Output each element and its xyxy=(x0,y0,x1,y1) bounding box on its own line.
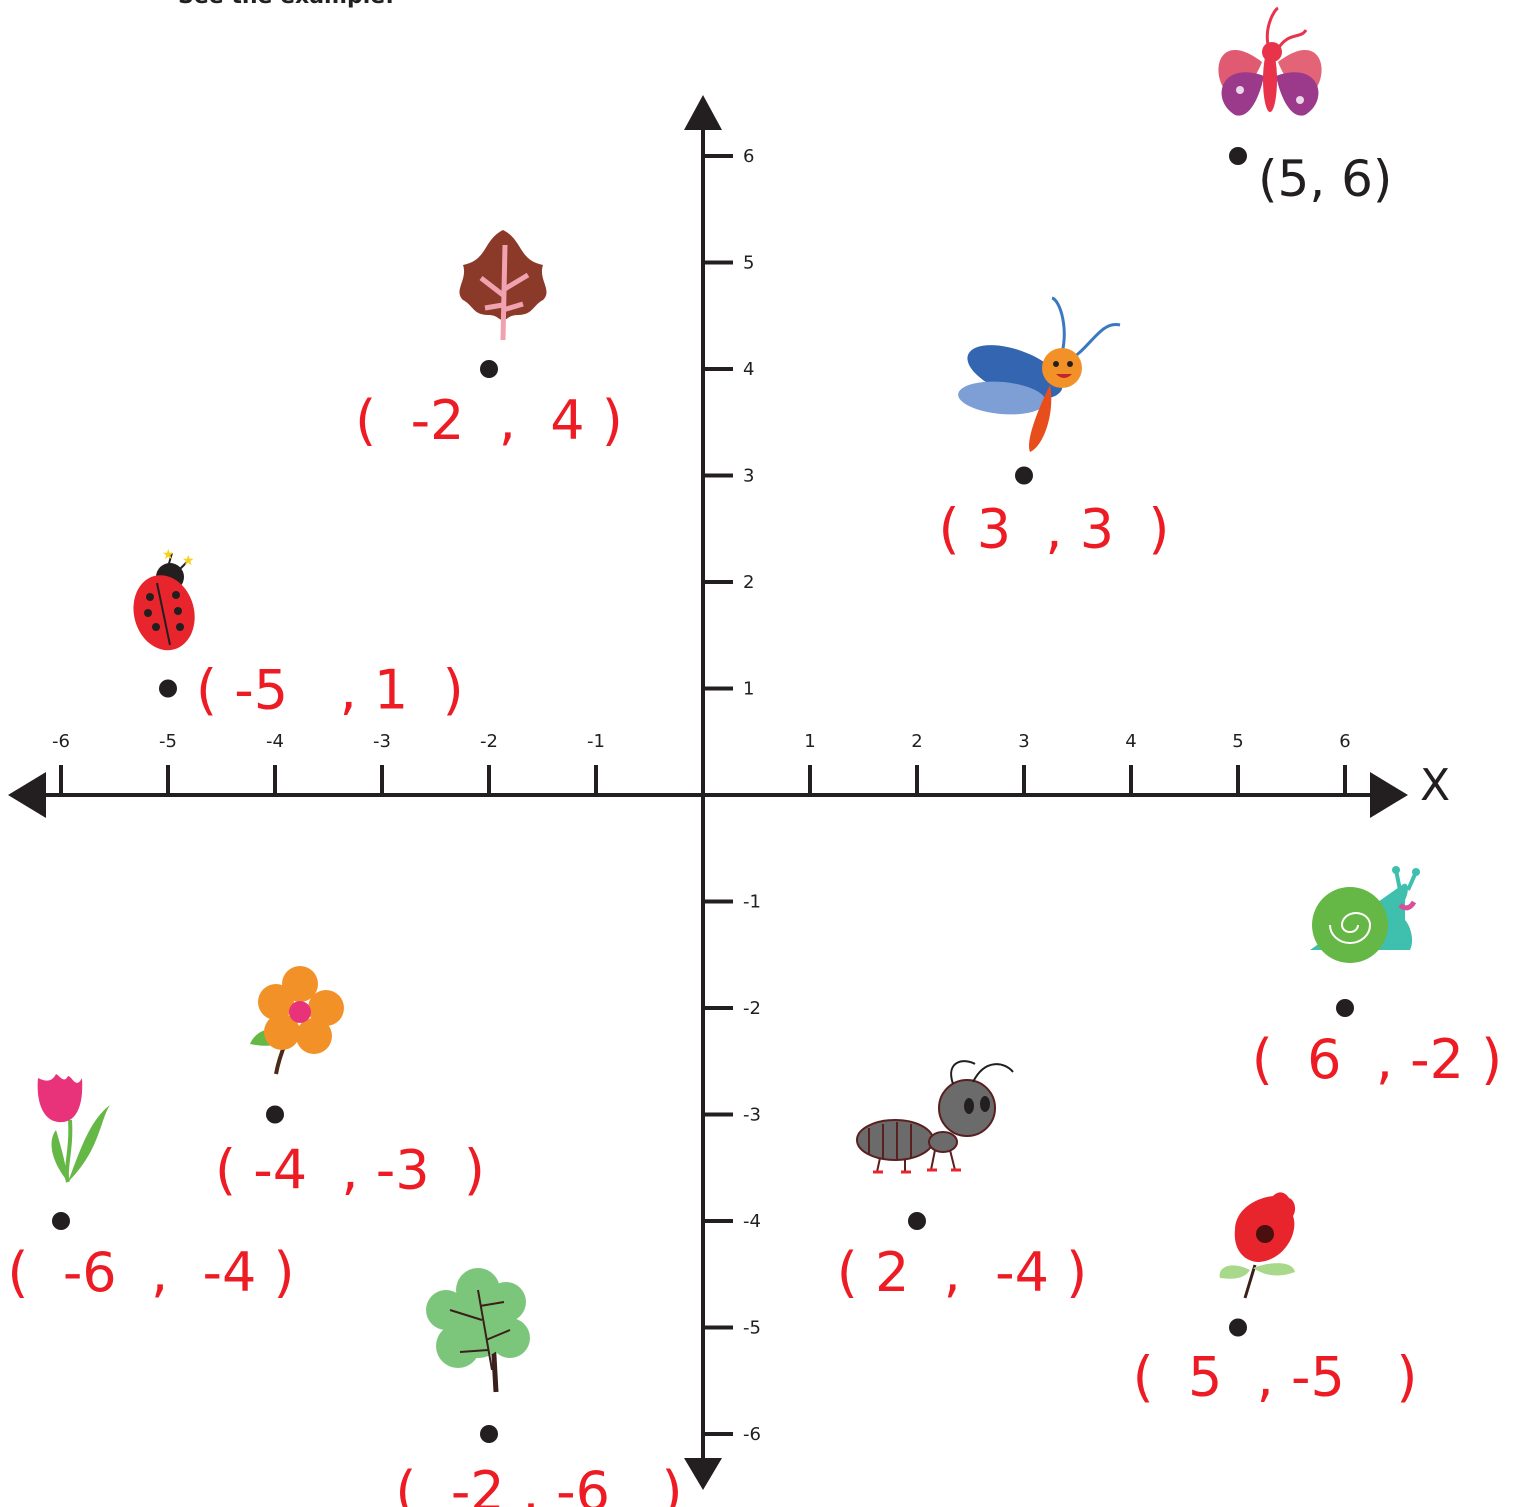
x-tick-label: 1 xyxy=(804,731,815,752)
x-tick-label: -4 xyxy=(266,731,284,752)
point-label: ( -4 , -3 ) xyxy=(215,1139,485,1202)
plot-point xyxy=(266,1105,284,1124)
y-tick-label: 3 xyxy=(743,466,754,487)
dragonfly-icon xyxy=(958,296,1121,452)
green-leaf-icon xyxy=(426,1268,530,1393)
y-tick-label: 5 xyxy=(743,253,754,274)
points xyxy=(52,147,1354,1443)
y-axis-top-arrow xyxy=(684,95,722,130)
y-tick-label: 4 xyxy=(743,359,754,380)
x-axis-left-arrow xyxy=(8,772,46,818)
x-tick-label: -2 xyxy=(480,731,498,752)
x-tick-label: 2 xyxy=(911,731,922,752)
point-labels: (5, 6) ( -2 , 4 ) ( 3 , 3 ) ( -5 , 1 ) ( 6 ,… xyxy=(7,150,1502,1507)
orange-flower-icon xyxy=(250,966,344,1075)
axis-ticks: -6 -5 -4 -3 -2 -1 1 2 3 4 5 6 6 5 4 3 2 1 -1 -2 -3 -4 -5 -6 xyxy=(52,146,1351,1445)
y-tick-label: 6 xyxy=(743,146,754,167)
point-label: ( 2 , -4 ) xyxy=(837,1241,1088,1304)
plot-point xyxy=(1229,147,1247,165)
plot-point xyxy=(480,360,498,378)
y-tick-label: 1 xyxy=(743,679,754,700)
point-label: (5, 6) xyxy=(1258,150,1392,208)
instruction-text: See the example: xyxy=(178,0,394,9)
x-tick-label: 6 xyxy=(1339,731,1350,752)
y-tick-label: -4 xyxy=(743,1211,761,1232)
ant-icon xyxy=(856,1060,1014,1174)
axes: X xyxy=(8,95,1450,1490)
x-tick-label: -1 xyxy=(587,731,605,752)
x-tick-label: 5 xyxy=(1232,731,1243,752)
red-flower-icon xyxy=(1219,1192,1296,1299)
point-label: ( 6 , -2 ) xyxy=(1252,1028,1503,1091)
tulip-icon xyxy=(37,1074,110,1183)
y-tick-label: -5 xyxy=(743,1318,761,1339)
x-axis-label: X xyxy=(1420,760,1450,811)
y-axis-bottom-arrow xyxy=(684,1458,722,1490)
butterfly-icon xyxy=(1218,6,1322,116)
plot-point xyxy=(908,1212,926,1230)
point-label: ( 3 , 3 ) xyxy=(938,498,1169,561)
y-tick-label: 2 xyxy=(743,572,754,593)
point-label: ( 5 , -5 ) xyxy=(1133,1346,1418,1409)
point-label: ( -2 , 4 ) xyxy=(355,389,623,452)
x-tick-label: -5 xyxy=(159,731,177,752)
brown-leaf-icon xyxy=(459,230,547,341)
plot-point xyxy=(480,1425,498,1443)
x-tick-label: -3 xyxy=(373,731,391,752)
y-tick-label: -3 xyxy=(743,1105,761,1126)
y-tick-label: -2 xyxy=(743,998,761,1019)
x-tick-label: 4 xyxy=(1125,731,1136,752)
x-tick-label: 3 xyxy=(1018,731,1029,752)
plot-point xyxy=(52,1212,70,1230)
plot-point xyxy=(159,679,177,698)
svg-text:★: ★ xyxy=(162,547,175,563)
point-label: ( -2 , -6 ) xyxy=(395,1460,682,1507)
point-label: ( -5 , 1 ) xyxy=(196,659,464,722)
snail-icon xyxy=(1310,866,1420,963)
y-tick-label: -1 xyxy=(743,892,761,913)
point-label: ( -6 , -4 ) xyxy=(7,1241,294,1304)
x-axis-right-arrow xyxy=(1370,772,1408,818)
plot-point xyxy=(1336,999,1354,1017)
plot-point xyxy=(1229,1318,1247,1337)
y-tick-label: -6 xyxy=(743,1424,761,1445)
plot-point xyxy=(1015,466,1033,485)
x-tick-label: -6 xyxy=(52,731,70,752)
ladybug-icon: ★ ★ xyxy=(133,547,195,651)
svg-text:★: ★ xyxy=(182,553,195,569)
